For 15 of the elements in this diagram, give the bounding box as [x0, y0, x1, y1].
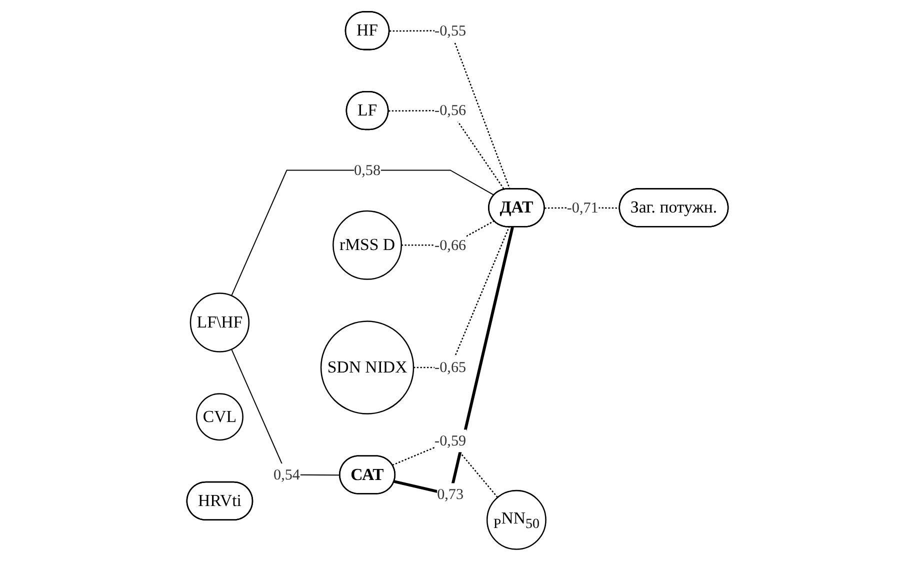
node-circle: LF\HF	[190, 292, 250, 352]
edge-label: 0,54	[274, 466, 300, 483]
node-circle: $_{P}$NN$_{50}$	[486, 490, 546, 550]
edge-label: -0,55	[434, 22, 466, 39]
edge-label: -0,71	[566, 198, 598, 216]
node-circle: rMSS D	[332, 210, 402, 280]
edge-label: -0,56	[434, 102, 466, 119]
node-circle: SDN NIDX	[320, 320, 414, 414]
edge-label: -0,65	[434, 358, 466, 376]
node-circle: CVL	[196, 393, 244, 441]
edge-label: -0,59	[434, 432, 466, 449]
connector	[414, 226, 510, 368]
edge-label: -0,66	[434, 236, 466, 254]
edge-label: 0,58	[354, 161, 381, 178]
edge-label: 0,73	[437, 486, 464, 503]
